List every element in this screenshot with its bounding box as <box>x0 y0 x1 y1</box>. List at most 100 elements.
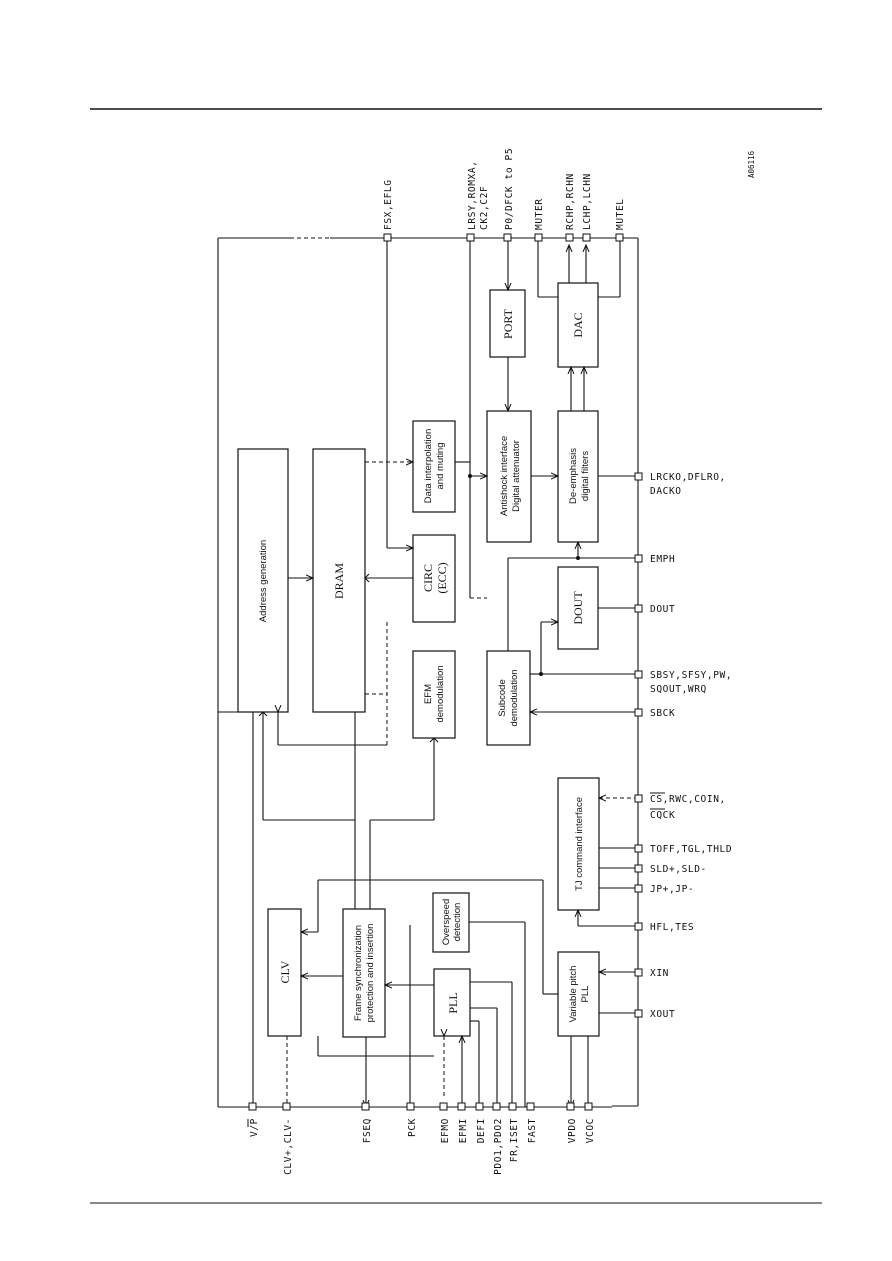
subcode-label-2: demodulation <box>509 669 520 726</box>
label-sbsy-1: SBSY,SFSY,PW, <box>650 670 732 681</box>
label-cs-1: CS,RWC,COIN, <box>650 794 726 805</box>
pin-fseq <box>361 1102 370 1111</box>
label-dout: DOUT <box>650 604 675 615</box>
label-vp: V/P <box>249 1118 260 1137</box>
port-label: PORT <box>501 308 515 339</box>
label-cs-2: CQCK <box>650 810 675 821</box>
variable-pitch-label-1: Variable pitch <box>568 966 579 1023</box>
clv-label: CLV <box>278 960 292 983</box>
label-sbsy-2: SQOUT,WRQ <box>650 684 707 695</box>
pin-fsx <box>383 233 392 242</box>
pin-efmi <box>457 1102 466 1111</box>
label-rchp: RCHP,RCHN <box>565 173 576 230</box>
label-efmi: EFMI <box>458 1118 469 1143</box>
efm-label-2: demodulation <box>435 665 446 722</box>
pin-sbsy <box>634 670 643 679</box>
pin-xout <box>634 1009 643 1018</box>
frame-sync-label-2: protection and insertion <box>365 924 376 1023</box>
pin-lrsy <box>466 233 475 242</box>
label-lrsy-2: CK2,C2F <box>479 186 490 230</box>
label-sld: SLD+,SLD- <box>650 864 707 875</box>
label-xin: XIN <box>650 968 669 979</box>
pin-xin <box>634 968 643 977</box>
pin-hfl <box>634 922 643 931</box>
label-sbck: SBCK <box>650 708 675 719</box>
pin-lrcko <box>634 472 643 481</box>
label-lrcko-2: DACKO <box>650 486 682 497</box>
label-lchp: LCHP,LCHN <box>582 173 593 230</box>
dout-label: DOUT <box>571 591 585 625</box>
label-emph: EMPH <box>650 554 675 565</box>
label-mutel: MUTEL <box>615 198 626 230</box>
dram-label: DRAM <box>332 563 346 599</box>
pll-label: PLL <box>446 992 460 1013</box>
pin-muter <box>534 233 543 242</box>
label-xout: XOUT <box>650 1009 675 1020</box>
pin-fr <box>508 1102 517 1111</box>
pin-pdo <box>492 1102 501 1111</box>
frame-sync-block <box>342 908 386 1038</box>
label-muter: MUTER <box>534 198 545 230</box>
label-hfl: HFL,TES <box>650 922 694 933</box>
label-defi: DEFI <box>476 1118 487 1143</box>
circ-ecc-block <box>412 534 456 623</box>
data-interpolation-block <box>412 420 456 513</box>
subcode-label-1: Subcode <box>497 679 508 717</box>
antishock-label-1: Antishock interface <box>499 436 510 516</box>
label-fsx: FSX,EFLG <box>383 179 394 230</box>
pin-clv <box>282 1102 291 1111</box>
pin-sld <box>634 864 643 873</box>
label-p0: P0/DFCK to P5 <box>504 148 515 230</box>
variable-pitch-pll-block <box>557 951 600 1037</box>
pin-vcoc <box>584 1102 593 1111</box>
data-interpolation-label-2: and muting <box>435 442 446 489</box>
label-lrsy-1: LRSY,ROMXA, <box>467 160 478 230</box>
label-jp: JP+,JP- <box>650 884 694 895</box>
label-pdo: PDO1,PDO2 <box>493 1118 504 1175</box>
pin-lchp <box>582 233 591 242</box>
pin-emph <box>634 554 643 563</box>
efm-demodulation-block <box>412 650 456 739</box>
label-lrcko-1: LRCKO,DFLRO, <box>650 472 726 483</box>
pin-dout <box>634 604 643 613</box>
label-toff: TOFF,TGL,THLD <box>650 844 732 855</box>
top-pin-row: FSX,EFLG LRSY,ROMXA, CK2,C2F P0/DFCK to … <box>383 148 626 242</box>
label-clv: CLV+,CLV- <box>283 1118 294 1175</box>
pin-fast <box>526 1102 535 1111</box>
bottom-pin-row: V/P CLV+,CLV- FSEQ PCK EFMO EFMI DEFI PD… <box>247 1102 596 1175</box>
command-interface-block <box>557 777 600 911</box>
circ-label-1: CIRC <box>421 564 435 592</box>
pin-jp <box>634 884 643 893</box>
label-vcoc: VCOC <box>585 1118 596 1143</box>
overspeed-label-1: Overspeed <box>441 899 452 945</box>
pin-sbck <box>634 708 643 717</box>
dram-block <box>312 448 366 713</box>
dout-block <box>557 566 599 650</box>
pin-defi <box>475 1102 484 1111</box>
port-block <box>489 289 526 358</box>
address-generation-block <box>237 448 289 713</box>
pin-pck <box>406 1102 415 1111</box>
pll-block <box>433 968 471 1037</box>
figure-code: A06116 <box>747 150 756 178</box>
circ-label-2: (ECC) <box>435 562 449 593</box>
antishock-label-2: Digital attenuator <box>511 440 522 512</box>
label-fr: FR,ISET <box>509 1118 520 1162</box>
deemphasis-label-2: digital filters <box>580 451 591 501</box>
dac-label: DAC <box>571 312 585 337</box>
signal-lines <box>218 238 638 1107</box>
dac-block <box>557 282 599 368</box>
pin-mutel <box>615 233 624 242</box>
subcode-demodulation-block <box>486 650 531 746</box>
pin-cs <box>634 794 643 803</box>
pin-p0 <box>503 233 512 242</box>
command-interface-label: TJ command interface <box>574 797 585 891</box>
deemphasis-label-1: De-emphasis <box>568 448 579 504</box>
deemphasis-filter-block <box>557 410 599 543</box>
frame-sync-label-1: Frame synchronization <box>353 925 364 1021</box>
pin-efmo <box>439 1102 448 1111</box>
label-efmo: EFMO <box>440 1118 451 1143</box>
overspeed-label-2: detection <box>452 903 463 942</box>
pin-vpdo <box>566 1102 575 1111</box>
